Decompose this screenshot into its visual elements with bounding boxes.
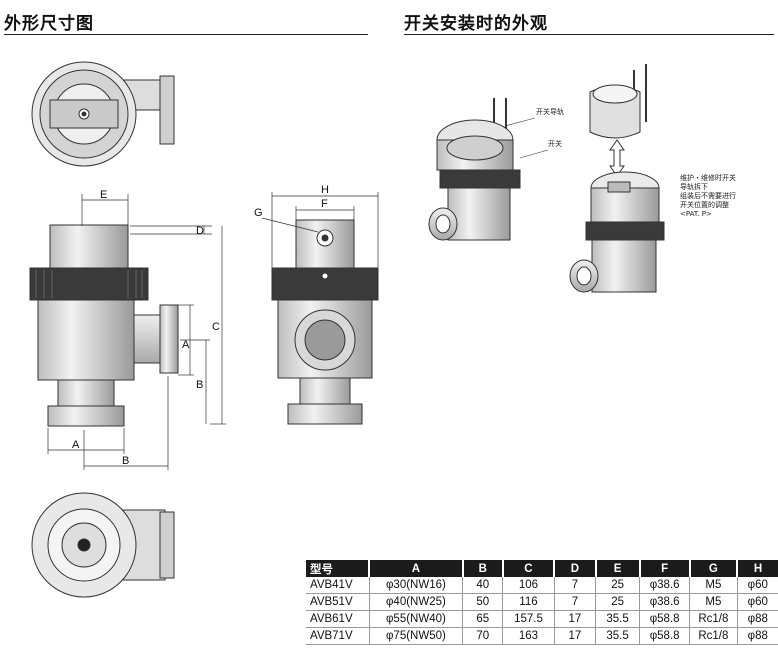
cell-c: 163 <box>502 627 555 645</box>
cell-f: φ58.8 <box>639 627 690 645</box>
table-header-row: 型号 A B C D E F G H <box>306 560 778 577</box>
col-header-e: E <box>594 560 640 577</box>
dim-label-c: C <box>212 321 220 333</box>
cell-d: 7 <box>553 593 596 611</box>
dim-label-g: G <box>254 207 263 219</box>
col-header-b: B <box>461 560 503 577</box>
dim-label-a: A <box>72 439 80 451</box>
cell-e: 25 <box>595 593 640 611</box>
cell-b: 40 <box>462 577 503 594</box>
dimension-lines <box>47 192 379 470</box>
callout-switch: 开关 <box>548 140 562 148</box>
table-row: AVB51V φ40(NW25) 50 116 7 25 φ38.6 M5 φ6… <box>306 593 778 611</box>
cell-model: AVB61V <box>306 610 370 628</box>
valve-assembled <box>569 171 665 293</box>
cell-d: 17 <box>553 610 596 628</box>
front-view <box>29 224 179 427</box>
cell-a: φ30(NW16) <box>368 577 463 594</box>
cell-g: Rc1/8 <box>689 627 737 645</box>
col-header-h: H <box>736 560 778 577</box>
dim-label-d: D <box>196 225 204 237</box>
dim-label-b: B <box>122 455 129 467</box>
cell-f: φ58.8 <box>639 610 690 628</box>
cell-b: 65 <box>462 610 503 628</box>
col-header-d: D <box>553 560 596 577</box>
cell-model: AVB41V <box>306 577 370 594</box>
arrow-updown <box>609 139 625 177</box>
switch-rail <box>589 64 647 139</box>
cell-f: φ38.6 <box>639 577 690 594</box>
col-header-a: A <box>368 560 463 577</box>
cell-g: M5 <box>689 593 737 611</box>
valve-with-switch <box>428 98 521 241</box>
table-row: AVB61V φ55(NW40) 65 157.5 17 35.5 φ58.8 … <box>306 610 778 628</box>
cell-d: 7 <box>553 577 596 594</box>
cell-c: 106 <box>502 577 555 594</box>
cell-h: φ60 <box>736 577 778 594</box>
note-line: 组装后不需要进行 <box>680 192 736 200</box>
note-line: <PAT. P> <box>680 210 712 218</box>
maintenance-note: 维护・维修时开关 导轨拆下 组装后不需要进行 开关位置的调整 <PAT. P> <box>680 174 736 219</box>
table-row: AVB71V φ75(NW50) 70 163 17 35.5 φ58.8 Rc… <box>306 627 778 645</box>
title-underline <box>404 34 774 35</box>
cell-d: 17 <box>553 627 596 645</box>
dim-label-h: H <box>321 184 329 196</box>
dim-label-a-side: A <box>182 339 190 351</box>
cell-c: 157.5 <box>502 610 555 628</box>
switch-mount-title: 开关安装时的外观 <box>404 14 548 34</box>
callout-switch-rail: 开关导轨 <box>536 108 564 116</box>
col-header-f: F <box>638 560 690 577</box>
col-header-model: 型号 <box>306 560 370 577</box>
col-header-c: C <box>501 560 555 577</box>
cell-a: φ55(NW40) <box>368 610 463 628</box>
cell-f: φ38.6 <box>639 593 690 611</box>
cell-model: AVB51V <box>306 593 370 611</box>
note-line: 维护・维修时开关 <box>680 174 736 182</box>
side-view <box>271 219 379 425</box>
top-view <box>31 61 175 167</box>
cell-c: 116 <box>502 593 555 611</box>
dim-label-f: F <box>321 198 328 210</box>
cell-e: 25 <box>595 577 640 594</box>
cell-h: φ60 <box>736 593 778 611</box>
bottom-view <box>31 492 175 598</box>
dim-label-b-side: B <box>196 379 203 391</box>
dim-label-e: E <box>100 189 107 201</box>
note-line: 开关位置的调整 <box>680 201 729 209</box>
cell-h: φ88 <box>736 627 778 645</box>
cell-b: 50 <box>462 593 503 611</box>
cell-a: φ40(NW25) <box>368 593 463 611</box>
cell-b: 70 <box>462 627 503 645</box>
cell-a: φ75(NW50) <box>368 627 463 645</box>
spec-table: 型号 A B C D E F G H AVB41V φ30(NW16) 40 1… <box>306 560 778 645</box>
title-underline <box>4 34 368 35</box>
cell-h: φ88 <box>736 610 778 628</box>
cell-g: Rc1/8 <box>689 610 737 628</box>
col-header-g: G <box>688 560 737 577</box>
cell-g: M5 <box>689 577 737 594</box>
cell-e: 35.5 <box>595 627 640 645</box>
table-row: AVB41V φ30(NW16) 40 106 7 25 φ38.6 M5 φ6… <box>306 577 778 594</box>
cell-model: AVB71V <box>306 627 370 645</box>
dimensions-title: 外形尺寸图 <box>4 14 94 34</box>
cell-e: 35.5 <box>595 610 640 628</box>
note-line: 导轨拆下 <box>680 183 708 191</box>
